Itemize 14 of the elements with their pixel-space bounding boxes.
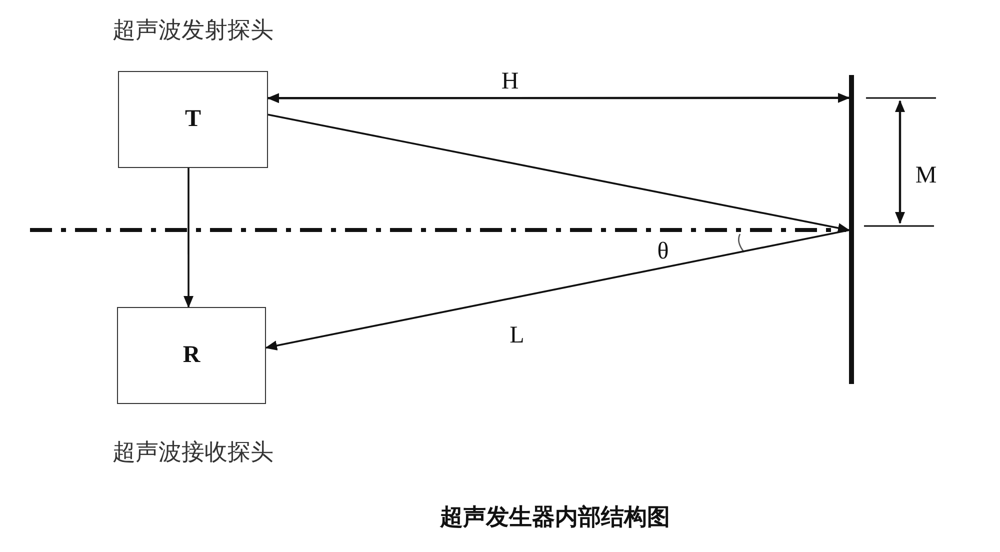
angle-label: θ xyxy=(657,238,669,266)
edge-label: L xyxy=(510,322,524,350)
probe-box: R xyxy=(117,307,266,404)
edge-label: H xyxy=(501,68,519,96)
probe-label: 超声波发射探头 xyxy=(112,16,274,46)
arrow xyxy=(265,229,850,350)
probe-box: T xyxy=(118,71,268,168)
dimension-label: M xyxy=(915,162,937,190)
arrow xyxy=(267,92,850,104)
reflector-plate xyxy=(849,75,854,384)
probe-label: 超声波接收探头 xyxy=(112,438,274,468)
arrow xyxy=(268,114,850,233)
caption: 超声发生器内部结构图 xyxy=(440,504,670,532)
arrow xyxy=(184,168,194,308)
